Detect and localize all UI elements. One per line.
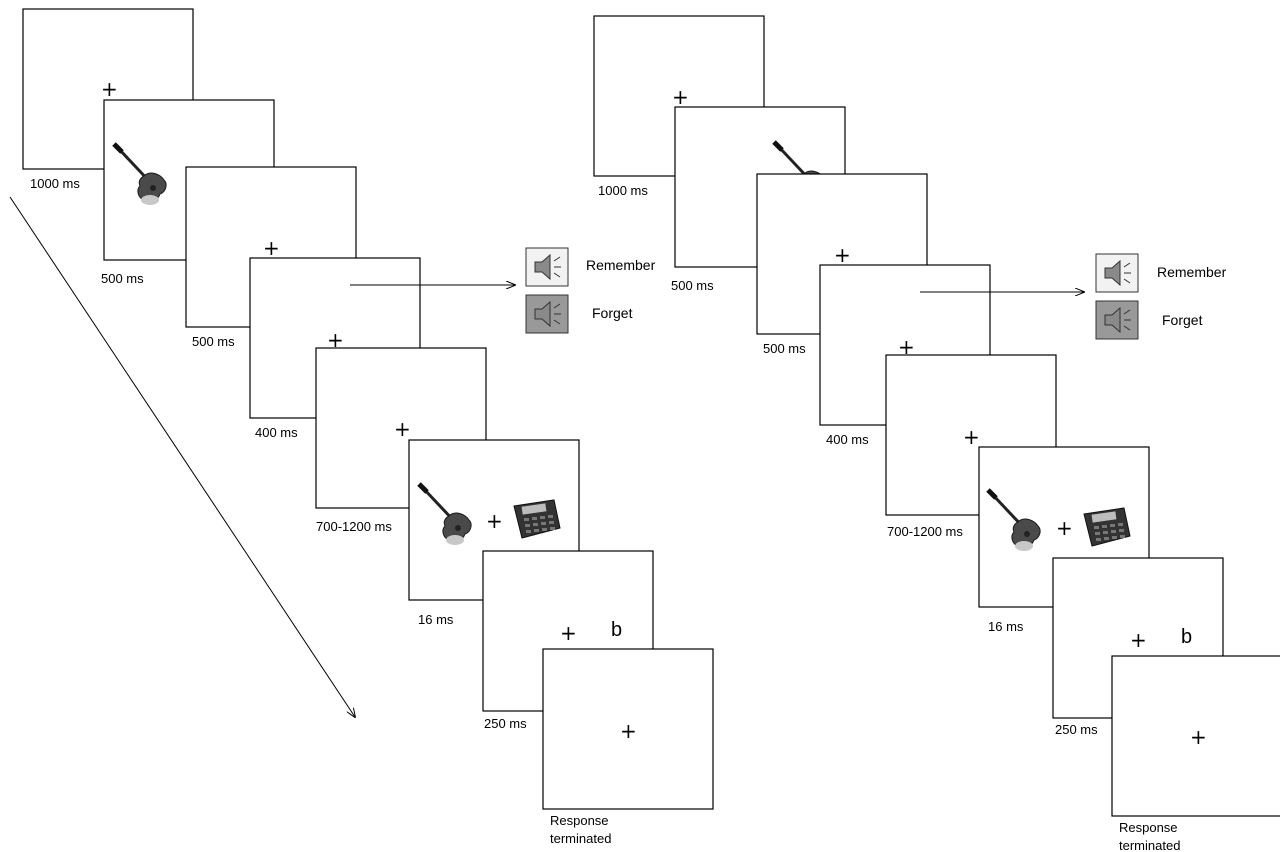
duration-label: 16 ms — [418, 612, 454, 627]
frame-response — [542, 648, 714, 810]
forget-label: Forget — [592, 305, 633, 321]
fixation-cross: + — [898, 335, 915, 359]
duration-label: 500 ms — [192, 334, 235, 349]
duration-label: 700-1200 ms — [316, 519, 392, 534]
remember-label: Remember — [586, 257, 656, 273]
duration-label: Response — [550, 813, 609, 828]
fixation-cross: + — [1190, 725, 1207, 749]
duration-label: 16 ms — [988, 619, 1024, 634]
duration-label: terminated — [550, 831, 611, 846]
duration-label: 500 ms — [763, 341, 806, 356]
duration-label: 250 ms — [1055, 722, 1098, 737]
forget-cue — [1095, 300, 1139, 340]
duration-label: 700-1200 ms — [887, 524, 963, 539]
duration-label: terminated — [1119, 838, 1180, 852]
remember-label: Remember — [1157, 264, 1227, 280]
duration-label: 500 ms — [101, 271, 144, 286]
forget-label: Forget — [1162, 312, 1203, 328]
fixation-cross: + — [394, 417, 411, 441]
time-arrow — [9, 196, 355, 717]
duration-label: Response — [1119, 820, 1178, 835]
fixation-cross: + — [486, 509, 503, 533]
duration-label: 250 ms — [484, 716, 527, 731]
duration-label: 1000 ms — [30, 176, 80, 191]
fixation-cross: + — [1056, 516, 1073, 540]
remember-cue — [525, 247, 569, 287]
duration-label: 500 ms — [671, 278, 714, 293]
duration-label: 400 ms — [255, 425, 298, 440]
remember-cue — [1095, 253, 1139, 293]
duration-label: 1000 ms — [598, 183, 648, 198]
fixation-cross: + — [101, 77, 118, 101]
frame-response — [1111, 655, 1280, 817]
fixation-cross: + — [834, 243, 851, 267]
left-panel: 1000 ms + 500 ms 500 ms + 400 ms Remembe… — [9, 8, 714, 846]
fixation-cross: + — [963, 425, 980, 449]
fixation-cross: + — [327, 328, 344, 352]
fixation-cross: + — [560, 621, 577, 645]
fixation-cross: + — [263, 236, 280, 260]
forget-cue — [525, 294, 569, 334]
fixation-cross: + — [1130, 628, 1147, 652]
fixation-cross: + — [672, 85, 689, 109]
right-panel: 1000 ms + 500 ms 500 ms + 400 ms Remembe… — [593, 15, 1280, 852]
duration-label: 400 ms — [826, 432, 869, 447]
probe-letter: b — [1181, 626, 1192, 648]
fixation-cross: + — [620, 719, 637, 743]
probe-letter: b — [611, 619, 622, 641]
